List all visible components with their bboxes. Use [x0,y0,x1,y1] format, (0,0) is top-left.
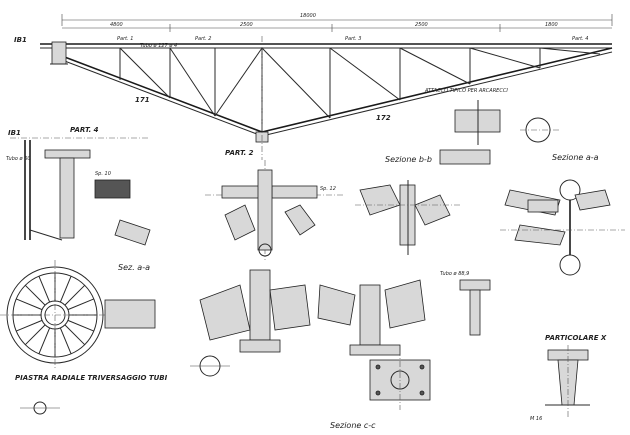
detail-part4: IB1 PART. 4 Tubo ø 60 Sp. 10 [6,126,151,246]
part1-label: Part. 1 [117,36,133,42]
radial-spoke [16,319,43,332]
radial-spoke [38,276,51,303]
particolare-x: PARTICOLARE X M 16 [530,334,607,422]
radial-spoke [16,298,43,311]
radial-spoke [64,324,86,346]
section-aa2-title: Sezione a-a [552,153,599,162]
section-cc: Sezione c-c [199,269,431,430]
section-aa-title: Sez. a-a [118,263,150,272]
radial-spoke [59,276,72,303]
part2-title: PART. 2 [225,149,254,157]
radial-spoke [24,284,46,306]
part3-label: Part. 3 [345,36,361,42]
radial-plate-title: PIASTRA RADIALE TRIVERSAGGIO TUBI [15,374,168,382]
part4-title: PART. 4 [70,126,99,134]
particolare-x-title: PARTICOLARE X [545,334,607,342]
dim-left: 4800 [110,22,123,28]
dim-mid-2: 2500 [415,22,428,28]
part4-label: Part. 4 [572,36,588,42]
tubes-note: ATTACCO TIPICO PER ARCARECCI [424,88,508,94]
dim-mid-1: 2500 [240,22,253,28]
radial-spoke [59,327,72,354]
ib1-detail-label: IB1 [8,129,21,137]
node-top-label: 171 [135,96,150,104]
bolt-label: M 16 [530,416,542,422]
section-bb-title: Sezione b-b [385,155,432,164]
plate-b-label: Sp. 12 [320,186,336,192]
radial-spoke [67,319,94,332]
dim-right: 1800 [545,22,558,28]
node-a-label: IB1 [14,36,27,44]
section-bb: Sezione b-b [355,149,491,255]
truss-elevation: 18000 4800 2500 2500 1800 [14,13,613,160]
tube-section-detail [454,100,560,145]
tubo-top-label: Tubo ø 127 ø 4 [140,43,177,49]
part2-label: Part. 2 [195,36,211,42]
detail-part2: PART. 2 Sp. 12 [205,149,345,260]
small-components: Tubo ø 88,9 [190,271,491,377]
plate-a-label: Sp. 10 [95,171,111,177]
section-cc-title: Sezione c-c [330,421,376,430]
radial-spoke [24,324,46,346]
node-bottom-label: 172 [376,114,391,122]
section-aa-right: Sezione a-a [500,153,625,276]
radial-spoke [38,327,51,354]
span-total-dim: 18000 [300,13,316,19]
radial-plate: Sez. a-a PIASTRA RADIALE TRIVERSAGGIO TU… [0,260,168,415]
tubo-mid-label: Tubo ø 88,9 [440,271,469,277]
tubo-small-label: Tubo ø 60 [6,156,31,162]
radial-spoke [64,284,86,306]
radial-spoke [67,298,94,311]
